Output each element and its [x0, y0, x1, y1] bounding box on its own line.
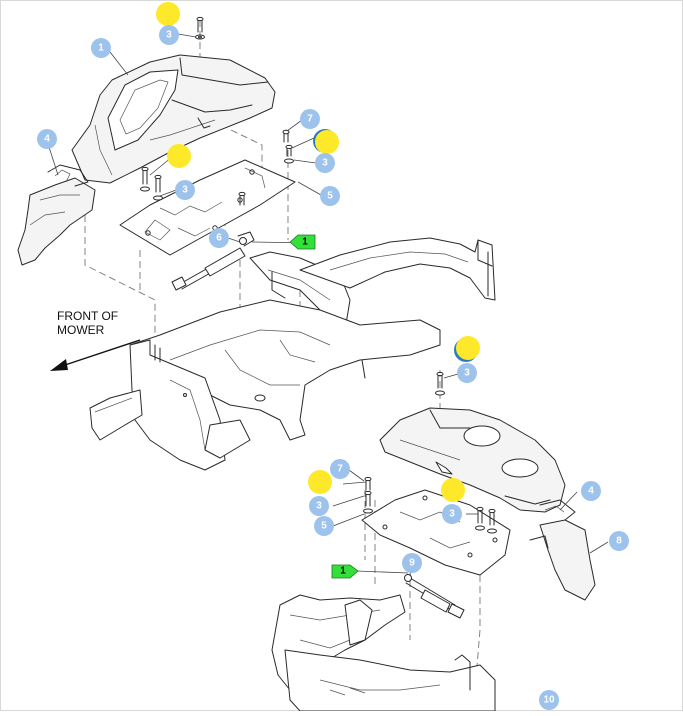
highlight-marker — [156, 2, 180, 26]
callout-label: 7 — [307, 114, 313, 125]
callout-label: 9 — [409, 558, 415, 569]
callout-10[interactable]: 10 — [539, 690, 559, 710]
lower-console — [379, 407, 566, 513]
front-of-mower-line1: FRONT OF — [57, 309, 118, 323]
highlight-markers — [156, 2, 480, 502]
callout-3-lower-left[interactable]: 3 — [309, 496, 329, 516]
reference-flag-lower[interactable]: 1 — [331, 564, 359, 579]
lower-hardware — [363, 371, 497, 534]
callout-label: 1 — [98, 43, 104, 54]
callout-label: 3 — [449, 509, 455, 520]
upper-gas-spring — [171, 231, 255, 291]
frame-swept-arm — [299, 237, 496, 301]
flag-label: 1 — [340, 566, 346, 577]
callout-label: 5 — [321, 521, 327, 532]
callout-7-lower[interactable]: 7 — [330, 459, 350, 479]
callout-label: 3 — [322, 158, 328, 169]
callout-label: 3 — [464, 368, 470, 379]
callout-3-upper-plate[interactable]: 3 — [175, 180, 195, 200]
callout-label: 3 — [316, 501, 322, 512]
callout-6[interactable]: 6 — [209, 228, 229, 248]
highlight-marker — [315, 130, 339, 154]
front-of-mower-note: FRONT OF MOWER — [50, 309, 141, 371]
callout-3-lower-top[interactable]: 3 — [457, 363, 477, 383]
callout-7-upper[interactable]: 7 — [300, 109, 320, 129]
callout-9[interactable]: 9 — [402, 553, 422, 573]
callout-label: 3 — [166, 30, 172, 41]
callout-3-top[interactable]: 3 — [159, 25, 179, 45]
callout-4-lower[interactable]: 4 — [581, 481, 601, 501]
callout-label: 6 — [216, 233, 222, 244]
highlight-marker — [456, 336, 480, 360]
callout-1-upper[interactable]: 1 — [91, 38, 111, 58]
callout-label: 3 — [182, 185, 188, 196]
callout-label: 10 — [543, 695, 555, 706]
callout-label: 8 — [616, 536, 622, 547]
callout-label: 4 — [588, 486, 594, 497]
highlight-marker — [308, 470, 332, 494]
callout-4-upper[interactable]: 4 — [37, 129, 57, 149]
lower-side-cover — [529, 499, 596, 601]
callout-5-lower[interactable]: 5 — [314, 516, 334, 536]
highlight-marker — [167, 144, 191, 168]
front-direction-arrow-head — [50, 359, 68, 371]
reference-flag-upper[interactable]: 1 — [289, 234, 316, 250]
callout-3-upper-right[interactable]: 3 — [315, 153, 335, 173]
upper-mounting-plate — [119, 159, 296, 256]
callout-8[interactable]: 8 — [609, 531, 629, 551]
callout-label: 4 — [44, 134, 50, 145]
front-of-mower-line2: MOWER — [57, 323, 105, 337]
lower-gas-spring — [404, 574, 465, 619]
upper-side-cover — [17, 164, 96, 266]
callout-label: 5 — [327, 191, 333, 202]
callout-5-upper[interactable]: 5 — [320, 186, 340, 206]
front-direction-arrow-shaft — [61, 339, 141, 367]
highlight-marker — [441, 478, 465, 502]
flag-label: 1 — [302, 237, 308, 248]
upper-console — [71, 54, 276, 184]
lower-frame-chassis — [271, 594, 496, 712]
callout-label: 7 — [337, 464, 343, 475]
callout-3-lower-right[interactable]: 3 — [442, 504, 462, 524]
upper-frame-chassis — [89, 299, 441, 471]
